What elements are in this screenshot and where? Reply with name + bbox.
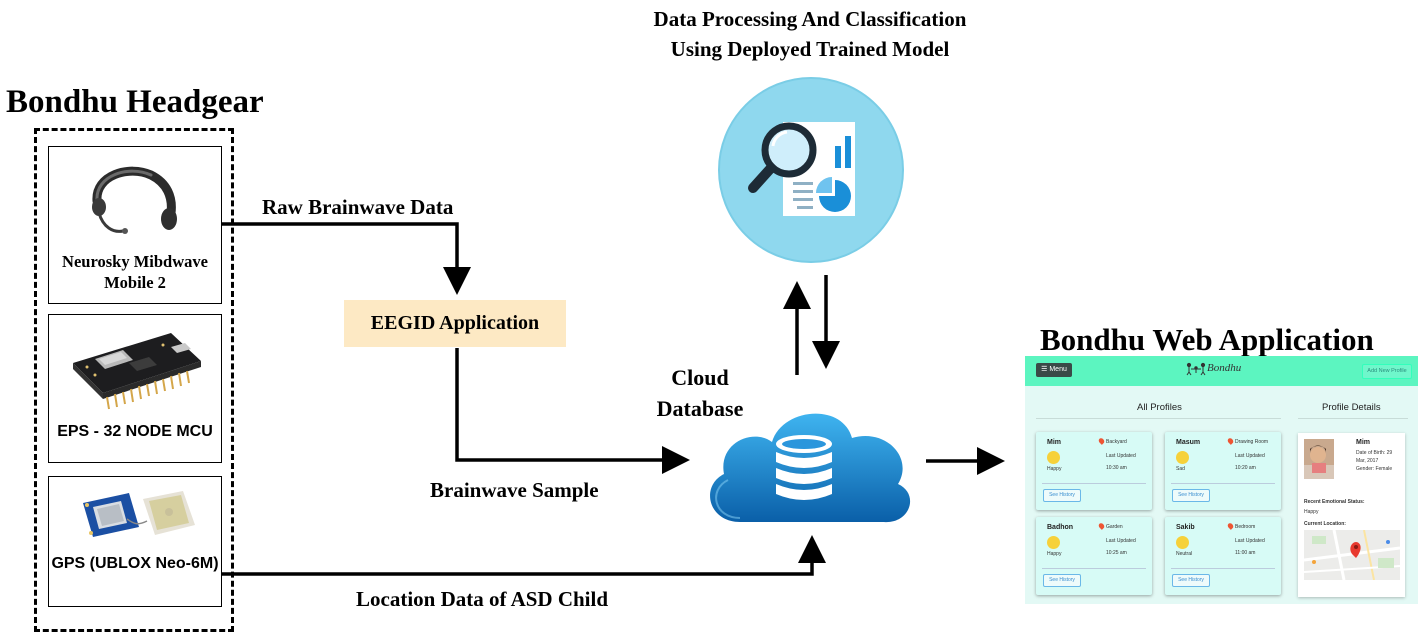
web-app-screenshot: ☰ Menu Bondhu Add New Profile All Profil… (1025, 356, 1418, 604)
processing-title-line2: Using Deployed Trained Model (670, 37, 950, 61)
cloud-label-line1: Cloud (671, 365, 729, 390)
profile-emotion: Happy (1047, 466, 1062, 472)
profile-location: Backyard (1106, 439, 1127, 445)
profile-emotion: Happy (1047, 551, 1062, 557)
last-updated-label: Last Updated (1106, 453, 1136, 459)
web-app-title: Bondhu Web Application (1040, 322, 1374, 357)
component-mcu: EPS - 32 NODE MCU (48, 314, 222, 463)
analytics-magnifier-icon (718, 77, 904, 263)
profile-location: Drawing Room (1235, 439, 1269, 445)
profile-time: 11:00 am (1235, 550, 1256, 556)
detail-dob-line1: Date of Birth: 29 (1356, 450, 1393, 456)
add-new-profile-button[interactable]: Add New Profile (1362, 364, 1412, 379)
child-photo-avatar (1304, 439, 1334, 479)
headgear-boundary (34, 128, 234, 632)
profile-emotion: Neutral (1176, 551, 1193, 557)
location-pin-icon (1226, 522, 1235, 530)
brand-name: Bondhu (1207, 362, 1242, 374)
last-updated-label: Last Updated (1235, 538, 1265, 544)
divider (1036, 418, 1281, 419)
profile-card[interactable]: Sakib Bedroom Last Updated Neutral 11:00… (1165, 517, 1281, 595)
profile-details-panel: Mim Date of Birth: 29 Mar, 2017 Gender: … (1298, 433, 1405, 597)
cloud-label-line2: Database (656, 396, 744, 421)
detail-name: Mim (1356, 439, 1370, 446)
sad-face-icon (1176, 451, 1189, 464)
location-pin-icon (1097, 522, 1106, 530)
component-gps: GPS (UBLOX Neo-6M) (48, 476, 222, 607)
eeg-headset-icon (92, 166, 177, 234)
headgear-title: Bondhu Headgear (6, 84, 264, 120)
brainwave-sample-label: Brainwave Sample (430, 478, 599, 502)
happy-face-icon (1047, 451, 1060, 464)
profile-name: Masum (1176, 439, 1201, 446)
neutral-face-icon (1176, 536, 1189, 549)
component-label: GPS (UBLOX Neo-6M) (51, 555, 219, 572)
cloud-database-icon (710, 413, 911, 523)
emotional-status-value: Happy (1304, 509, 1319, 515)
component-eeg-headset: Neurosky Mibdwave Mobile 2 (48, 146, 222, 304)
processing-title-line1: Data Processing And Classification (653, 7, 967, 31)
profile-card[interactable]: Mim Backyard Last Updated Happy 10:30 am… (1036, 432, 1152, 510)
web-navbar: ☰ Menu Bondhu Add New Profile (1025, 356, 1418, 386)
location-map[interactable] (1304, 530, 1400, 580)
current-location-label: Current Location: (1304, 521, 1346, 527)
menu-button[interactable]: ☰ Menu (1036, 363, 1072, 377)
emotional-status-label: Recent Emotional Status: (1304, 499, 1365, 505)
component-label: Neurosky Mibdwave Mobile 2 (62, 252, 208, 292)
see-history-button[interactable]: See History (1043, 574, 1081, 587)
profile-details-heading: Profile Details (1322, 402, 1381, 413)
profile-location: Garden (1106, 524, 1123, 530)
profile-time: 10:20 am (1235, 465, 1256, 471)
profile-card[interactable]: Masum Drawing Room Last Updated Sad 10:2… (1165, 432, 1281, 510)
divider (1298, 418, 1408, 419)
sample-arrow (455, 348, 690, 474)
gps-module-icon (83, 491, 195, 537)
detail-gender: Gender: Female (1356, 466, 1393, 472)
see-history-button[interactable]: See History (1043, 489, 1081, 502)
location-data-label: Location Data of ASD Child (356, 587, 609, 611)
family-logo-icon (1186, 362, 1206, 376)
last-updated-label: Last Updated (1106, 538, 1136, 544)
cloud-database-label: Cloud Database (640, 362, 760, 424)
location-pin-icon (1097, 437, 1106, 445)
detail-dob-line2: Mar, 2017 (1356, 458, 1379, 464)
raw-data-label: Raw Brainwave Data (262, 195, 454, 219)
processing-title: Data Processing And Classification Using… (600, 4, 1020, 64)
see-history-button[interactable]: See History (1172, 489, 1210, 502)
divider (1171, 483, 1275, 484)
profile-card[interactable]: Badhon Garden Last Updated Happy 10:25 a… (1036, 517, 1152, 595)
microcontroller-board-icon (73, 333, 201, 410)
profile-name: Sakib (1176, 524, 1195, 531)
profile-name: Mim (1047, 439, 1061, 446)
profile-location: Bedroom (1235, 524, 1256, 530)
location-arrow (222, 535, 826, 576)
all-profiles-heading: All Profiles (1137, 402, 1182, 413)
profile-time: 10:25 am (1106, 550, 1127, 556)
eegid-application-box: EEGID Application (344, 300, 566, 347)
last-updated-label: Last Updated (1235, 453, 1265, 459)
see-history-button[interactable]: See History (1172, 574, 1210, 587)
component-label: EPS - 32 NODE MCU (57, 423, 213, 440)
happy-face-icon (1047, 536, 1060, 549)
profile-time: 10:30 am (1106, 465, 1127, 471)
location-pin-icon (1226, 437, 1235, 445)
profile-emotion: Sad (1176, 466, 1185, 472)
divider (1171, 568, 1275, 569)
divider (1042, 483, 1146, 484)
raw-data-arrow (222, 222, 471, 295)
divider (1042, 568, 1146, 569)
profile-name: Badhon (1047, 524, 1074, 531)
